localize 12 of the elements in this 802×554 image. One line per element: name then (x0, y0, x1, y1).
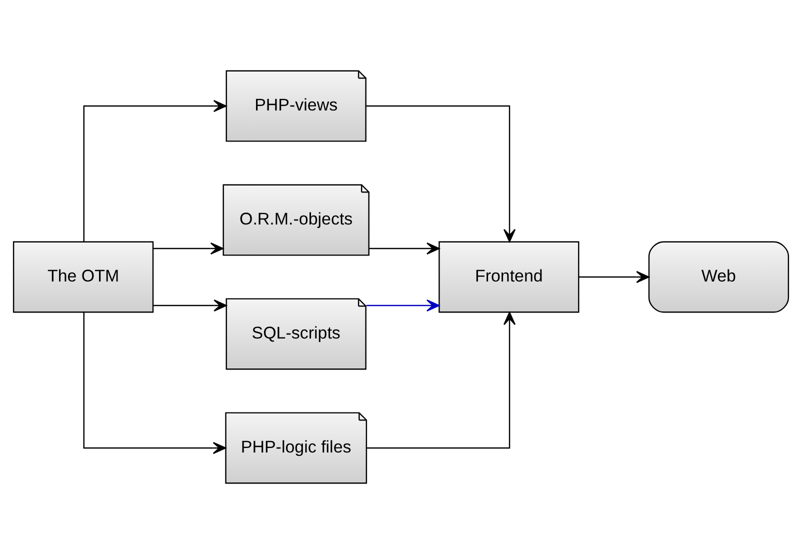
arrow (154, 299, 227, 312)
node-box: Web (648, 241, 790, 313)
arrow (83, 312, 226, 454)
arrow (578, 270, 650, 284)
arrow (366, 299, 440, 312)
arrow (366, 105, 516, 242)
arrow (369, 242, 440, 255)
arrow (154, 242, 224, 255)
node-box: Frontend (438, 241, 580, 313)
arrow (366, 312, 516, 449)
node-box: The OTM (12, 241, 154, 313)
arrow (83, 100, 227, 242)
